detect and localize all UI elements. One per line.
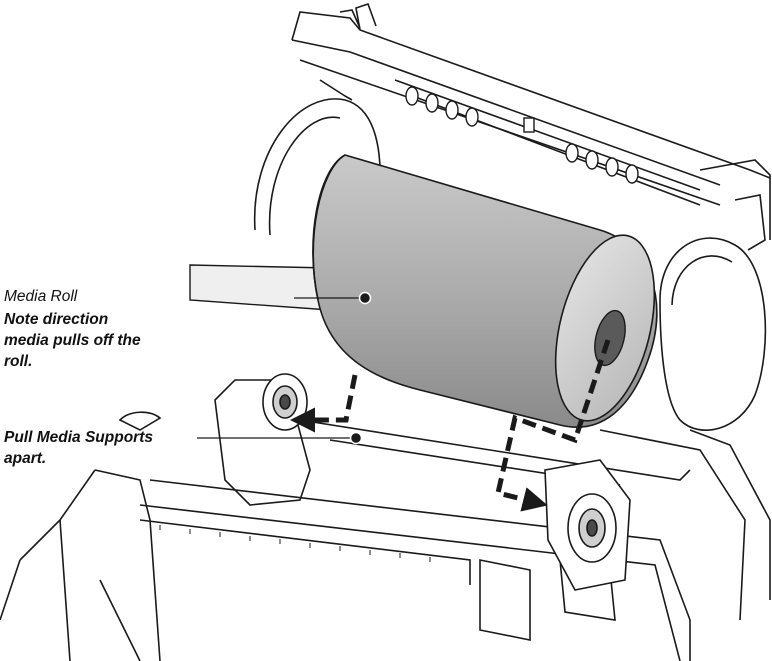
media-roll xyxy=(312,154,658,428)
media-roll-note-line-1: Note direction xyxy=(4,311,109,328)
leader-pull-supports xyxy=(197,431,363,445)
dashed-arrow-left xyxy=(290,374,358,433)
pull-supports-line-1: Pull Media Supports xyxy=(4,429,153,446)
media-roll-note-line-2: media pulls off the xyxy=(4,332,141,349)
lid-frame xyxy=(291,2,771,251)
dashed-arrow-right xyxy=(495,339,611,512)
leader-media-roll xyxy=(294,291,372,305)
right-cover xyxy=(659,237,767,431)
pull-supports-line-2: apart. xyxy=(4,450,47,467)
callout-pull-supports: Pull Media Supports apart. xyxy=(4,427,204,469)
tear-bar xyxy=(159,525,431,562)
printer-chassis xyxy=(0,379,771,661)
media-roll-label: Media Roll xyxy=(4,288,78,305)
media-roll-note-line-3: roll. xyxy=(4,353,33,370)
right-media-support xyxy=(544,459,631,591)
callout-media-roll: Media Roll Note direction media pulls of… xyxy=(4,286,204,372)
lid-rollers xyxy=(405,86,639,184)
